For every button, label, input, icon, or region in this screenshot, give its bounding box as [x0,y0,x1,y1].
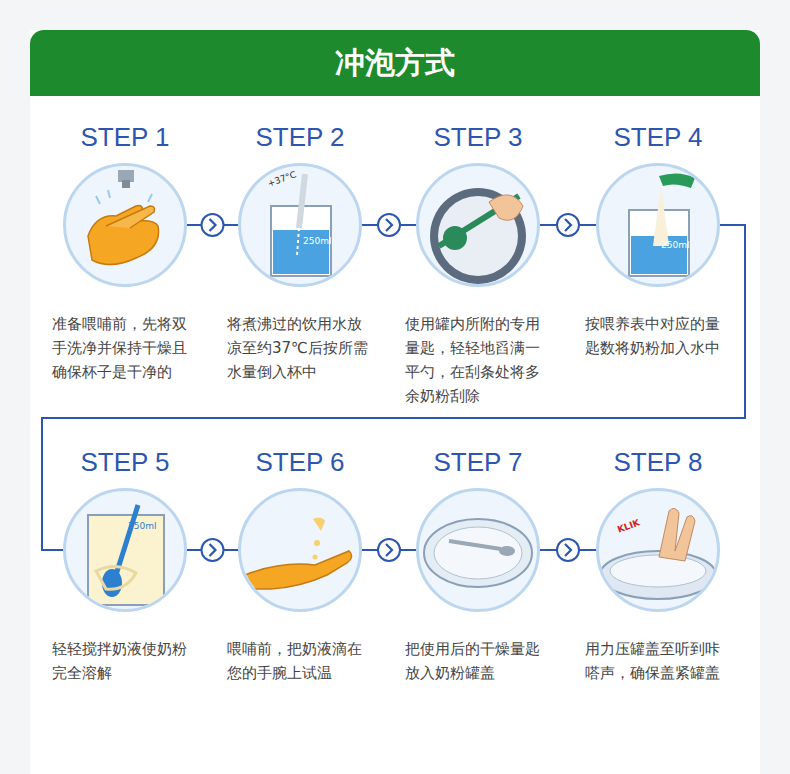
step-circle: STEP 2将煮沸过的饮用水放凉至约37℃后按所需水量倒入杯中+37°C250m… [238,163,362,287]
step-heading: STEP 4 [613,122,702,153]
title: 冲泡方式 [30,30,760,96]
step-circle: STEP 6喂哺前，把奶液滴在您的手腕上试温 [238,488,362,612]
title-banner: 冲泡方式 [30,30,760,96]
step-description: 使用罐内所附的专用量匙，轻轻地舀满一平勺，在刮条处将多余奶粉刮除 [405,312,551,408]
step-heading: STEP 8 [613,447,702,478]
step-illustration [599,491,717,609]
step-heading: STEP 7 [433,447,522,478]
step-description: 将煮沸过的饮用水放凉至约37℃后按所需水量倒入杯中 [227,312,373,384]
illustration-label: KLIK [616,517,641,534]
step-heading: STEP 1 [80,122,169,153]
step-description: 准备喂哺前，先将双手洗净并保持干燥且确保杯子是干净的 [52,312,198,384]
step-connector [362,539,416,561]
step-illustration [419,166,537,284]
step-heading: STEP 5 [80,447,169,478]
step-connector [362,214,416,236]
step-description: 轻轻搅拌奶液使奶粉完全溶解 [52,637,198,685]
step-illustration [599,166,717,284]
step-circle: STEP 7把使用后的干燥量匙放入奶粉罐盖 [416,488,540,612]
step-illustration [66,491,184,609]
step-heading: STEP 3 [433,122,522,153]
step-description: 按喂养表中对应的量匙数将奶粉加入水中 [585,312,731,360]
step-connector [187,214,238,236]
step-connector [187,539,238,561]
step-circle: STEP 3使用罐内所附的专用量匙，轻轻地舀满一平勺，在刮条处将多余奶粉刮除 [416,163,540,287]
step-description: 喂哺前，把奶液滴在您的手腕上试温 [227,637,373,685]
illustration-label: 250ml [661,240,689,250]
step-circle: STEP 4按喂养表中对应的量匙数将奶粉加入水中250ml [596,163,720,287]
step-illustration [241,491,359,609]
step-connector [540,539,596,561]
step-description: 把使用后的干燥量匙放入奶粉罐盖 [405,637,551,685]
illustration-label: +37°C [266,169,297,189]
step-heading: STEP 2 [255,122,344,153]
step-circle: STEP 1准备喂哺前，先将双手洗净并保持干燥且确保杯子是干净的 [63,163,187,287]
step-description: 用力压罐盖至听到咔嗒声，确保盖紧罐盖 [585,637,731,685]
step-connector [540,214,596,236]
illustration-label: 250ml [128,521,156,531]
illustration-label: 250ml [303,236,331,246]
step-circle: STEP 8用力压罐盖至听到咔嗒声，确保盖紧罐盖KLIK [596,488,720,612]
step-illustration [419,491,537,609]
step-illustration [241,166,359,284]
step-circle: STEP 5轻轻搅拌奶液使奶粉完全溶解250ml [63,488,187,612]
step-illustration [66,166,184,284]
step-heading: STEP 6 [255,447,344,478]
